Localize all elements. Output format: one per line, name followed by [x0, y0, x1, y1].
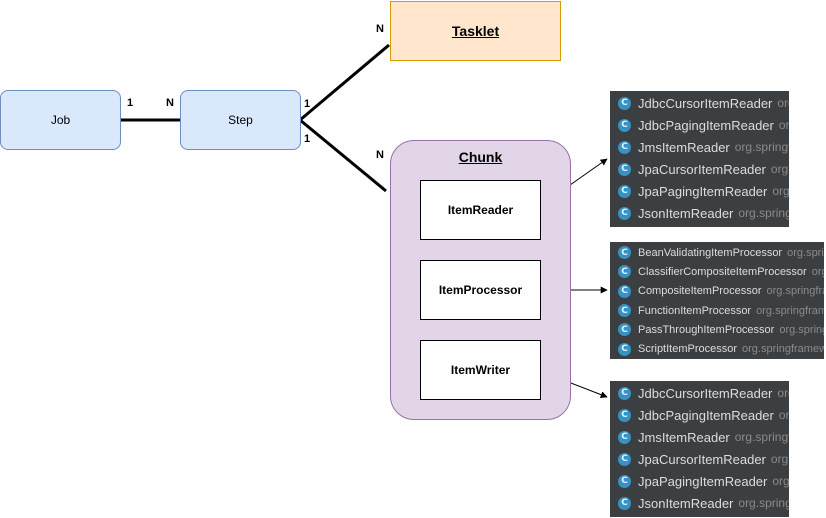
class-name: ClassifierCompositeItemProcessor [638, 265, 807, 278]
job-label: Job [50, 113, 71, 127]
writer-class-list-panel: C JdbcCursorItemReader org.springframework… [610, 381, 789, 517]
package-name: org.springframework [779, 323, 824, 336]
multiplicity-step-chunk: 1 [304, 133, 311, 145]
item-reader-label: ItemReader [447, 203, 514, 217]
package-name: org.springframework [778, 118, 789, 132]
processor-class-list-panel: C BeanValidatingItemProcessor org.springfr… [610, 242, 824, 359]
item-reader-node: ItemReader [420, 180, 541, 240]
package-name: org.springframework [778, 408, 789, 422]
package-name: org.springframework [787, 246, 824, 259]
package-name: org.springframework [756, 304, 824, 317]
class-list-item: C ScriptItemProcessor org.springframework [610, 339, 824, 358]
class-list-item: C JdbcPagingItemReader org.springframework [610, 114, 789, 136]
class-icon: C [618, 304, 631, 318]
class-name: JsonItemReader [638, 205, 734, 221]
multiplicity-step-end: N [166, 97, 174, 109]
class-icon: C [618, 323, 631, 337]
multiplicity-job-end: 1 [127, 97, 134, 109]
class-name: ScriptItemProcessor [638, 343, 738, 356]
class-name: FunctionItemProcessor [638, 304, 752, 317]
package-name: org.springframework [766, 285, 825, 298]
step-node: Step [180, 90, 301, 150]
class-name: JdbcPagingItemReader [638, 407, 774, 423]
step-label: Step [228, 113, 253, 127]
class-list-item: C JdbcCursorItemReader org.springframework [610, 92, 789, 114]
class-name: JsonItemReader [638, 495, 734, 511]
class-icon: C [618, 184, 631, 198]
class-icon: C [618, 118, 631, 132]
item-processor-label: ItemProcessor [438, 283, 523, 297]
job-node: Job [0, 90, 121, 150]
class-icon: C [618, 474, 631, 488]
multiplicity-step-tasklet: 1 [304, 98, 311, 110]
class-icon: C [618, 96, 631, 110]
multiplicity-tasklet-end: N [376, 23, 384, 35]
package-name: org.springframework [777, 386, 789, 400]
class-name: JmsItemReader [638, 139, 730, 155]
class-name: JdbcPagingItemReader [638, 117, 774, 133]
package-name: org.springframework [734, 140, 789, 154]
class-list-item: C JsonItemReader org.springframework [610, 202, 789, 224]
class-icon: C [618, 408, 631, 422]
package-name: org.springframework [770, 452, 789, 466]
class-name: PassThroughItemProcessor [638, 323, 775, 336]
package-name: org.springframework [772, 474, 789, 488]
class-name: JpaCursorItemReader [638, 451, 766, 467]
package-name: org.springframework [777, 96, 789, 110]
class-name: JpaPagingItemReader [638, 473, 768, 489]
class-icon: C [618, 342, 631, 356]
class-icon: C [618, 140, 631, 154]
class-name: JdbcCursorItemReader [638, 95, 773, 111]
package-name: org.springframework [734, 430, 789, 444]
class-name: JpaCursorItemReader [638, 161, 766, 177]
package-name: org.springframework [738, 206, 789, 220]
item-processor-node: ItemProcessor [420, 260, 541, 320]
class-name: JdbcCursorItemReader [638, 385, 773, 401]
tasklet-node: Tasklet [390, 1, 561, 61]
class-icon: C [618, 284, 631, 298]
item-writer-label: ItemWriter [450, 363, 511, 377]
class-list-item: C BeanValidatingItemProcessor org.springfr… [610, 243, 824, 262]
class-icon: C [618, 162, 631, 176]
item-writer-node: ItemWriter [420, 340, 541, 400]
multiplicity-chunk-end: N [376, 149, 384, 161]
class-icon: C [618, 386, 631, 400]
class-list-item: C PassThroughItemProcessor org.springframe… [610, 320, 824, 339]
package-name: org.springframework [772, 184, 789, 198]
package-name: org.springframework [770, 162, 789, 176]
class-icon: C [618, 246, 631, 260]
package-name: org.springframework [811, 265, 824, 278]
class-icon: C [618, 206, 631, 220]
package-name: org.springframework [742, 343, 824, 356]
class-list-item: C JpaCursorItemReader org.springframework [610, 158, 789, 180]
tasklet-label: Tasklet [451, 23, 500, 39]
class-list-item: C FunctionItemProcessor org.springframewor… [610, 301, 824, 320]
class-list-item: C JmsItemReader org.springframework [610, 426, 789, 448]
class-icon: C [618, 265, 631, 279]
class-list-item: C ClassifierCompositeItemProcessor org.spr… [610, 262, 824, 281]
class-icon: C [618, 452, 631, 466]
chunk-title: Chunk [458, 149, 503, 165]
class-list-item: C JmsItemReader org.springframework [610, 136, 789, 158]
class-icon: C [618, 496, 631, 510]
class-list-item: C JdbcCursorItemReader org.springframework [610, 382, 789, 404]
class-list-item: C JdbcPagingItemReader org.springframework [610, 404, 789, 426]
class-name: JpaPagingItemReader [638, 183, 768, 199]
step-chunk-line [299, 118, 387, 193]
class-list-item: C JpaPagingItemReader org.springframework [610, 180, 789, 202]
package-name: org.springframework [738, 496, 789, 510]
class-list-item: C JsonItemReader org.springframework [610, 492, 789, 514]
class-icon: C [618, 430, 631, 444]
class-name: BeanValidatingItemProcessor [638, 246, 783, 259]
class-list-item: C JpaPagingItemReader org.springframework [610, 470, 789, 492]
class-name: JmsItemReader [638, 429, 730, 445]
step-tasklet-line [299, 43, 390, 122]
class-list-item: C CompositeItemProcessor org.springframewo… [610, 282, 824, 301]
reader-class-list-panel: C JdbcCursorItemReader org.springframework… [610, 91, 789, 227]
class-list-item: C JpaCursorItemReader org.springframework [610, 448, 789, 470]
class-name: CompositeItemProcessor [638, 285, 762, 298]
